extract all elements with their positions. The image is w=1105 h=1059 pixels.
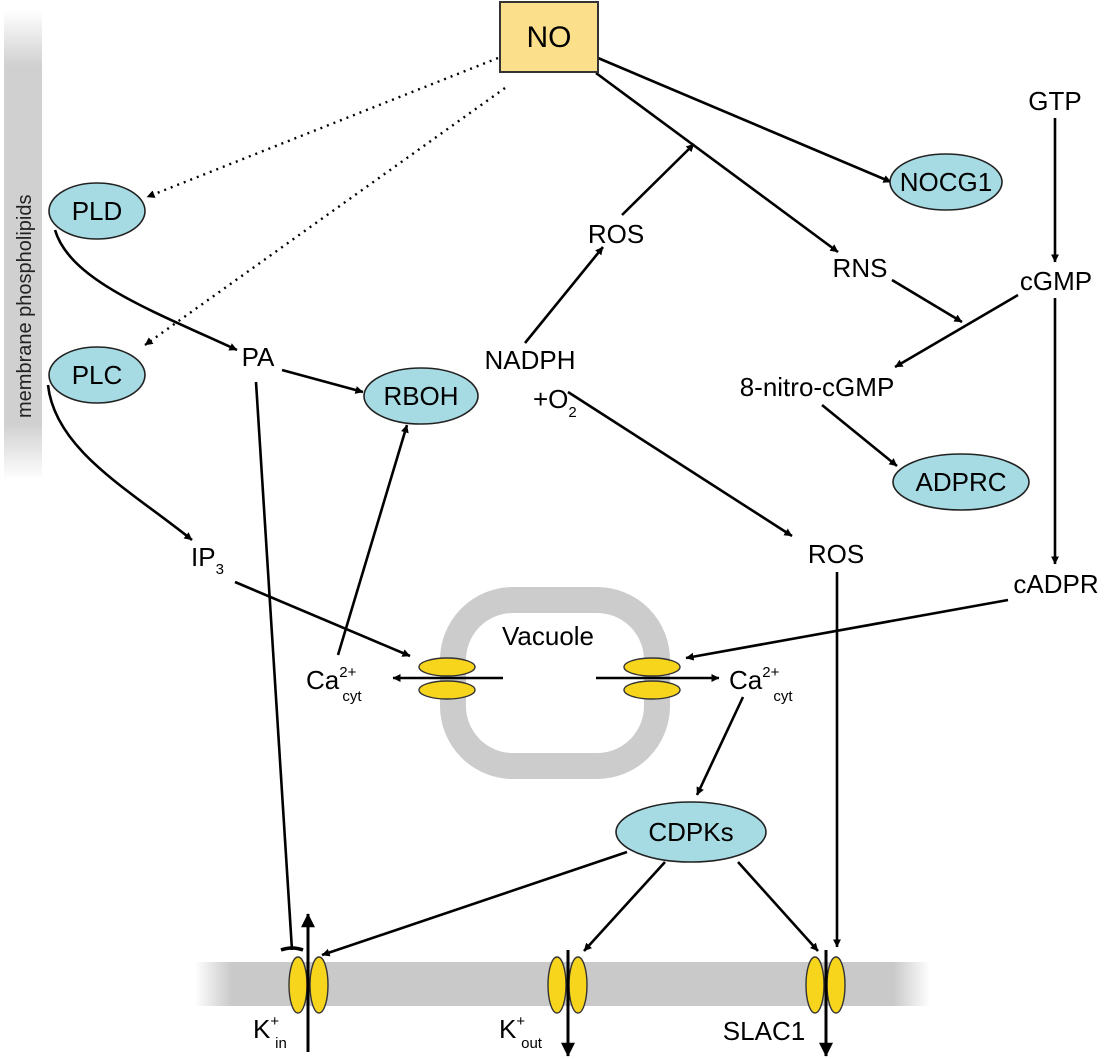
edge-rns-to-junction bbox=[891, 278, 963, 324]
edge-pa-inhibition-bar bbox=[280, 946, 304, 952]
rboh-label: RBOH bbox=[383, 381, 458, 411]
ip3-label: IP3 bbox=[191, 542, 224, 578]
pld-enzyme bbox=[48, 182, 146, 240]
k-out-label: K+out bbox=[499, 1013, 543, 1052]
plc-enzyme bbox=[48, 346, 146, 404]
pld-label: PLD bbox=[72, 196, 123, 226]
membrane-phospholipids-label: membrane phospholipids bbox=[14, 195, 36, 418]
nadph-label: NADPH bbox=[484, 345, 575, 375]
cdpks-label: CDPKs bbox=[648, 817, 733, 847]
edge-cgmp-to-nitro-cgmp bbox=[894, 293, 1019, 369]
k-out-channel bbox=[547, 956, 588, 1014]
adprc-enzyme bbox=[892, 453, 1030, 511]
k-in-label: K+in bbox=[253, 1013, 287, 1052]
ros-mid-label: ROS bbox=[808, 539, 864, 569]
edge-pa-inhibits-kin bbox=[254, 381, 294, 951]
slac1-channel bbox=[805, 956, 846, 1014]
edge-cadpr-to-channel bbox=[685, 598, 1009, 661]
edge-no-to-rns bbox=[595, 71, 839, 254]
vacuole-channel-right bbox=[623, 657, 681, 700]
vacuole-channel-left bbox=[418, 657, 476, 700]
edge-nitro-cgmp-to-adprc bbox=[821, 403, 898, 468]
adprc-label: ADPRC bbox=[915, 467, 1006, 497]
edge-no-to-pld bbox=[146, 56, 499, 199]
nitro-cgmp-label: 8-nitro-cGMP bbox=[740, 372, 895, 402]
nocg1-label: NOCG1 bbox=[900, 167, 992, 197]
edge-ca-to-cdpks bbox=[695, 696, 745, 796]
edge-no-to-nocg1 bbox=[597, 56, 892, 184]
phospholipid-membrane-bar bbox=[4, 10, 42, 480]
cgmp-label: cGMP bbox=[1020, 266, 1092, 296]
rboh-enzyme bbox=[363, 367, 479, 425]
edge-plc-to-ip3 bbox=[46, 384, 193, 542]
edge-cdpks-to-slac1 bbox=[737, 861, 819, 952]
edge-nadph-to-ros-mid bbox=[567, 390, 793, 538]
edge-pld-to-pa bbox=[53, 229, 238, 352]
edge-ros-to-no-path bbox=[621, 143, 695, 216]
edge-cdpks-to-kin bbox=[321, 850, 628, 957]
nocg1-enzyme bbox=[889, 153, 1003, 211]
gtp-label: GTP bbox=[1028, 86, 1081, 116]
ros-top-label: ROS bbox=[588, 219, 644, 249]
no-box bbox=[499, 1, 599, 73]
edge-nadph-to-ros bbox=[523, 246, 605, 344]
plc-label: PLC bbox=[72, 360, 123, 390]
k-in-channel bbox=[288, 956, 329, 1014]
pa-label: PA bbox=[242, 342, 275, 372]
no-label: NO bbox=[527, 21, 572, 54]
rns-label: RNS bbox=[833, 253, 888, 283]
ca-cyt-right-label: Ca2+cyt bbox=[729, 664, 793, 705]
slac1-label: SLAC1 bbox=[723, 1016, 805, 1046]
o2-label: +O2 bbox=[533, 384, 577, 421]
edge-no-to-plc bbox=[144, 87, 506, 346]
edge-ca-to-rboh bbox=[336, 424, 409, 656]
edge-ip3-to-channel bbox=[234, 580, 411, 658]
edge-pa-to-rboh bbox=[281, 368, 364, 394]
vacuole-label: Vacuole bbox=[502, 621, 594, 651]
ca-cyt-left-label: Ca2+cyt bbox=[306, 664, 362, 705]
cadpr-label: cADPR bbox=[1013, 569, 1098, 599]
edge-cdpks-to-kout bbox=[583, 861, 666, 952]
cdpks-enzyme bbox=[615, 801, 767, 863]
